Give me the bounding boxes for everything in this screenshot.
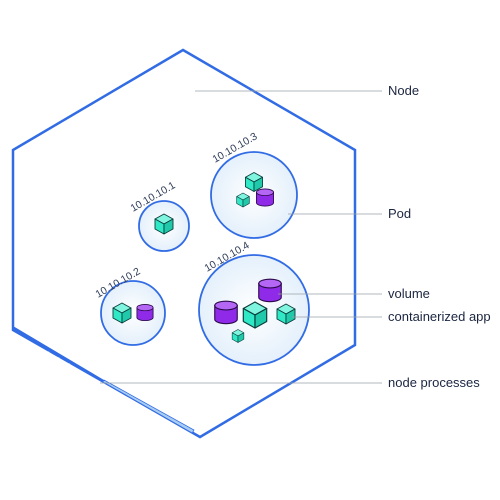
pod-3-container-icon bbox=[245, 172, 263, 192]
pod-4-volume-icon bbox=[214, 300, 238, 325]
pod-4-container-icon bbox=[231, 329, 245, 343]
pod-3-circle bbox=[210, 151, 298, 239]
node-hexagon bbox=[11, 48, 357, 439]
node-label: Node bbox=[388, 83, 419, 98]
pod-2-volume-icon bbox=[136, 304, 154, 322]
volume-label: volume bbox=[388, 286, 430, 301]
pod-3-container-icon bbox=[236, 192, 250, 208]
containerized-app-label: containerized app bbox=[388, 309, 491, 324]
pod-1-container-icon bbox=[154, 213, 174, 235]
pod-2-circle bbox=[100, 280, 166, 346]
pod-3-volume-icon bbox=[256, 188, 274, 207]
pod-4-container-icon bbox=[242, 301, 268, 329]
node-processes-label: node processes bbox=[388, 375, 480, 390]
pod-label: Pod bbox=[388, 206, 411, 221]
pod-4-container-icon bbox=[276, 303, 296, 325]
pod-2-container-icon bbox=[112, 302, 132, 324]
pod-4-volume-icon bbox=[258, 278, 282, 303]
